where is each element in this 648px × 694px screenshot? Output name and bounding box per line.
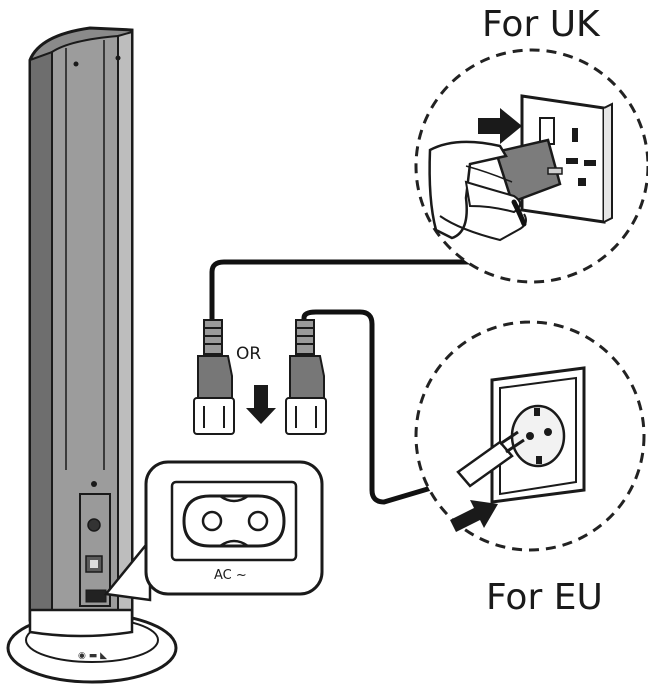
label-or: OR bbox=[236, 344, 262, 364]
iec-c7-connector-left bbox=[193, 319, 235, 435]
uk-socket-detail bbox=[414, 48, 648, 284]
label-for-eu: For EU bbox=[486, 577, 603, 618]
down-arrow-icon bbox=[246, 385, 276, 424]
right-arrow-icon bbox=[478, 108, 522, 144]
hand bbox=[428, 140, 508, 240]
label-ac-inlet: AC ~ bbox=[214, 568, 247, 583]
eu-plug bbox=[456, 440, 514, 488]
label-for-uk: For UK bbox=[482, 4, 600, 45]
right-arrow-icon bbox=[450, 500, 498, 532]
svg-text:◉ ▬ ◣: ◉ ▬ ◣ bbox=[78, 651, 107, 661]
uk-plug bbox=[494, 138, 562, 204]
iec-c7-connector-right bbox=[285, 319, 327, 435]
speaker-tower: ◉ ▬ ◣ bbox=[6, 26, 178, 684]
eu-socket-detail bbox=[414, 320, 646, 552]
ac-inlet-inset bbox=[103, 460, 324, 602]
